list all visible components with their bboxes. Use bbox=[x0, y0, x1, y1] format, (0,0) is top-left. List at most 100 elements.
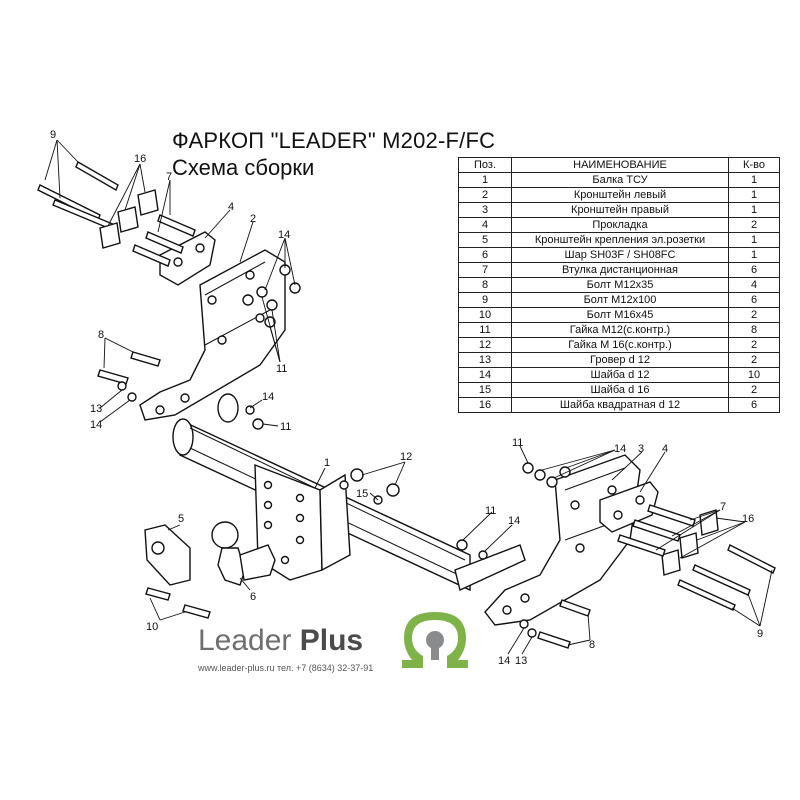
cell-name: Гайка М 16(с.контр.) bbox=[511, 337, 729, 353]
callout-12: 12 bbox=[400, 451, 412, 463]
left-short-bolts bbox=[97, 351, 161, 385]
cell-name: Втулка дистанционная bbox=[511, 262, 729, 278]
callout-14-mid: 14 bbox=[262, 391, 274, 403]
cell-pos: 1 bbox=[458, 172, 512, 188]
tow-ball bbox=[211, 521, 276, 586]
cell-pos: 4 bbox=[458, 217, 512, 233]
callout-14-right: 14 bbox=[614, 443, 626, 455]
callout-11-lower: 11 bbox=[485, 505, 496, 517]
callout-5: 5 bbox=[178, 513, 184, 525]
cell-name: Балка ТСУ bbox=[511, 172, 729, 188]
cell-name: Шар SH03F / SH08FC bbox=[511, 247, 729, 263]
callout-4-left: 4 bbox=[228, 201, 234, 213]
cell-pos: 6 bbox=[458, 247, 512, 263]
callout-8-right: 8 bbox=[589, 639, 595, 651]
cell-name: Болт М12х100 bbox=[511, 292, 729, 308]
leader-plus-logo bbox=[402, 612, 468, 668]
cell-name: Шайба квадратная d 12 bbox=[511, 397, 729, 413]
cell-name: Болт М12х35 bbox=[511, 277, 729, 293]
cell-qty: 10 bbox=[728, 367, 780, 383]
logo-arc bbox=[402, 612, 468, 668]
callout-11-right: 11 bbox=[512, 437, 523, 449]
callout-4-right: 4 bbox=[662, 443, 668, 455]
cell-qty: 6 bbox=[728, 397, 780, 413]
right-bracket bbox=[454, 454, 641, 626]
cell-pos: 7 bbox=[458, 262, 512, 278]
callouts: 9 16 7 4 2 14 11 8 13 14 14 11 1 12 15 1… bbox=[50, 129, 763, 667]
callout-7-right: 7 bbox=[720, 501, 726, 513]
callout-16-right: 16 bbox=[742, 513, 754, 525]
callout-2: 2 bbox=[250, 213, 256, 225]
left-long-bolts bbox=[37, 160, 119, 231]
cell-pos: 11 bbox=[458, 322, 512, 338]
drawing-title: ФАРКОП "LEADER" M202-F/FC bbox=[172, 128, 496, 153]
callout-11-mid: 11 bbox=[280, 421, 291, 433]
callout-6: 6 bbox=[250, 591, 256, 603]
brand-contact: www.leader-plus.ru тел. +7 (8634) 32-37-… bbox=[198, 663, 374, 673]
cell-qty: 1 bbox=[728, 187, 780, 203]
cell-qty: 1 bbox=[728, 202, 780, 218]
cell-qty: 2 bbox=[728, 217, 780, 233]
center-plate bbox=[254, 463, 351, 581]
cell-qty: 1 bbox=[728, 247, 780, 263]
right-spacer-plate bbox=[599, 481, 659, 533]
left-square-washers bbox=[99, 189, 159, 249]
cell-pos: 9 bbox=[458, 292, 512, 308]
brand-name-light: Leader bbox=[198, 624, 300, 657]
cell-name: Прокладка bbox=[511, 217, 729, 233]
callout-14-top: 14 bbox=[278, 229, 290, 241]
callout-3: 3 bbox=[638, 443, 644, 455]
header-qty: К-во bbox=[728, 157, 780, 173]
left-spacer-plate bbox=[159, 231, 216, 286]
callout-9-right: 9 bbox=[757, 628, 763, 640]
m16-bolts bbox=[145, 587, 211, 619]
right-spacer-tubes bbox=[617, 504, 696, 557]
cell-pos: 3 bbox=[458, 202, 512, 218]
logo-ball bbox=[426, 631, 444, 649]
callout-13-bottom: 13 bbox=[515, 655, 527, 667]
cell-name: Болт М16х45 bbox=[511, 307, 729, 323]
callout-10: 10 bbox=[146, 621, 158, 633]
header-name: НАИМЕНОВАНИЕ bbox=[511, 157, 729, 173]
left-nuts-washers bbox=[117, 264, 301, 430]
cell-qty: 8 bbox=[728, 322, 780, 338]
callout-8-left: 8 bbox=[98, 329, 104, 341]
cell-pos: 16 bbox=[458, 397, 512, 413]
cell-name: Шайба d 12 bbox=[511, 367, 729, 383]
callout-15: 15 bbox=[356, 488, 368, 500]
header-pos: Поз. bbox=[458, 157, 512, 173]
cell-qty: 2 bbox=[728, 382, 780, 398]
cell-qty: 1 bbox=[728, 172, 780, 188]
parts-table-header: Поз. НАИМЕНОВАНИЕ К-во bbox=[458, 157, 780, 173]
right-square-washers bbox=[661, 509, 719, 576]
cell-pos: 10 bbox=[458, 307, 512, 323]
cell-qty: 4 bbox=[728, 277, 780, 293]
callout-14-lower: 14 bbox=[508, 515, 520, 527]
cell-qty: 2 bbox=[728, 307, 780, 323]
callout-16-left: 16 bbox=[134, 153, 146, 165]
cell-pos: 13 bbox=[458, 352, 512, 368]
callout-11-left: 11 bbox=[276, 363, 287, 375]
left-bracket bbox=[139, 249, 286, 423]
brand-name: Leader Plus bbox=[198, 624, 363, 658]
callout-1: 1 bbox=[324, 457, 330, 469]
cell-pos: 15 bbox=[458, 382, 512, 398]
center-nuts-washers bbox=[339, 468, 400, 505]
cell-name: Кронштейн правый bbox=[511, 202, 729, 218]
cell-qty: 2 bbox=[728, 337, 780, 353]
